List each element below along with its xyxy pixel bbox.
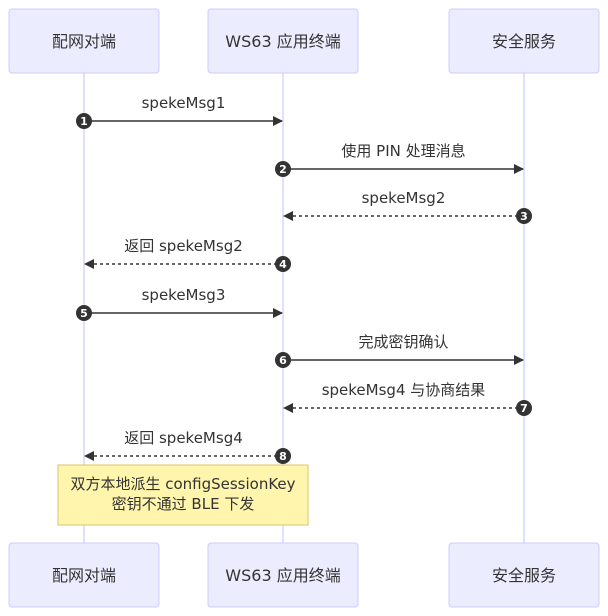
participant-top-p0: 配网对端: [8, 8, 160, 74]
step-number: 3: [520, 210, 528, 223]
step-number: 4: [279, 258, 287, 271]
message-label: 完成密钥确认: [358, 333, 448, 351]
participant-box: [8, 8, 160, 74]
message-6: 完成密钥确认 6: [275, 333, 524, 368]
participant-label: 安全服务: [492, 566, 556, 585]
message-label: spekeMsg2: [362, 189, 446, 207]
message-7: spekeMsg4 与协商结果 7: [283, 381, 532, 416]
step-number: 2: [279, 163, 287, 176]
message-8: 返回 spekeMsg4 8: [84, 429, 291, 464]
participant-top-p1: WS63 应用终端: [207, 8, 359, 74]
participant-bottom-p0: 配网对端: [8, 542, 160, 608]
message-label: spekeMsg4 与协商结果: [322, 381, 486, 399]
message-label: 使用 PIN 处理消息: [341, 142, 465, 160]
participant-box: [207, 8, 359, 74]
note: 双方本地派生 configSessionKey 密钥不通过 BLE 下发: [57, 464, 309, 526]
step-number: 8: [279, 450, 287, 463]
step-number-badge: [275, 448, 291, 464]
messages: spekeMsg1 1 使用 PIN 处理消息 2 spekeMsg2 3 返回 speke…: [76, 94, 532, 464]
step-number-badge: [275, 256, 291, 272]
participant-box: [448, 542, 600, 608]
message-2: 使用 PIN 处理消息 2: [275, 142, 524, 177]
message-5: spekeMsg3 5: [76, 286, 283, 321]
participants-top: 配网对端 WS63 应用终端 安全服务: [8, 8, 600, 74]
participant-label: 安全服务: [492, 32, 556, 51]
step-number-badge: [275, 352, 291, 368]
participant-label: WS63 应用终端: [225, 32, 340, 51]
participant-bottom-p2: 安全服务: [448, 542, 600, 608]
message-4: 返回 spekeMsg2 4: [84, 237, 291, 272]
message-label: spekeMsg1: [142, 94, 226, 112]
step-number-badge: [275, 161, 291, 177]
step-number: 6: [279, 354, 287, 367]
note-box: [57, 464, 309, 526]
step-number-badge: [516, 400, 532, 416]
participant-label: 配网对端: [52, 32, 116, 51]
participant-bottom-p1: WS63 应用终端: [207, 542, 359, 608]
message-label: 返回 spekeMsg4: [124, 429, 243, 447]
step-number-badge: [516, 208, 532, 224]
message-1: spekeMsg1 1: [76, 94, 283, 129]
note-line: 密钥不通过 BLE 下发: [112, 495, 255, 513]
participants-bottom: 配网对端 WS63 应用终端 安全服务: [8, 542, 600, 608]
participant-label: 配网对端: [52, 566, 116, 585]
message-3: spekeMsg2 3: [283, 189, 532, 224]
participant-box: [8, 542, 160, 608]
participant-box: [207, 542, 359, 608]
message-label: spekeMsg3: [142, 286, 226, 304]
note-line: 双方本地派生 configSessionKey: [70, 475, 295, 493]
participant-top-p2: 安全服务: [448, 8, 600, 74]
step-number: 7: [520, 402, 528, 415]
step-number: 1: [80, 115, 88, 128]
step-number-badge: [76, 305, 92, 321]
message-label: 返回 spekeMsg2: [124, 237, 243, 255]
step-number: 5: [80, 307, 88, 320]
participant-label: WS63 应用终端: [225, 566, 340, 585]
participant-box: [448, 8, 600, 74]
step-number-badge: [76, 113, 92, 129]
